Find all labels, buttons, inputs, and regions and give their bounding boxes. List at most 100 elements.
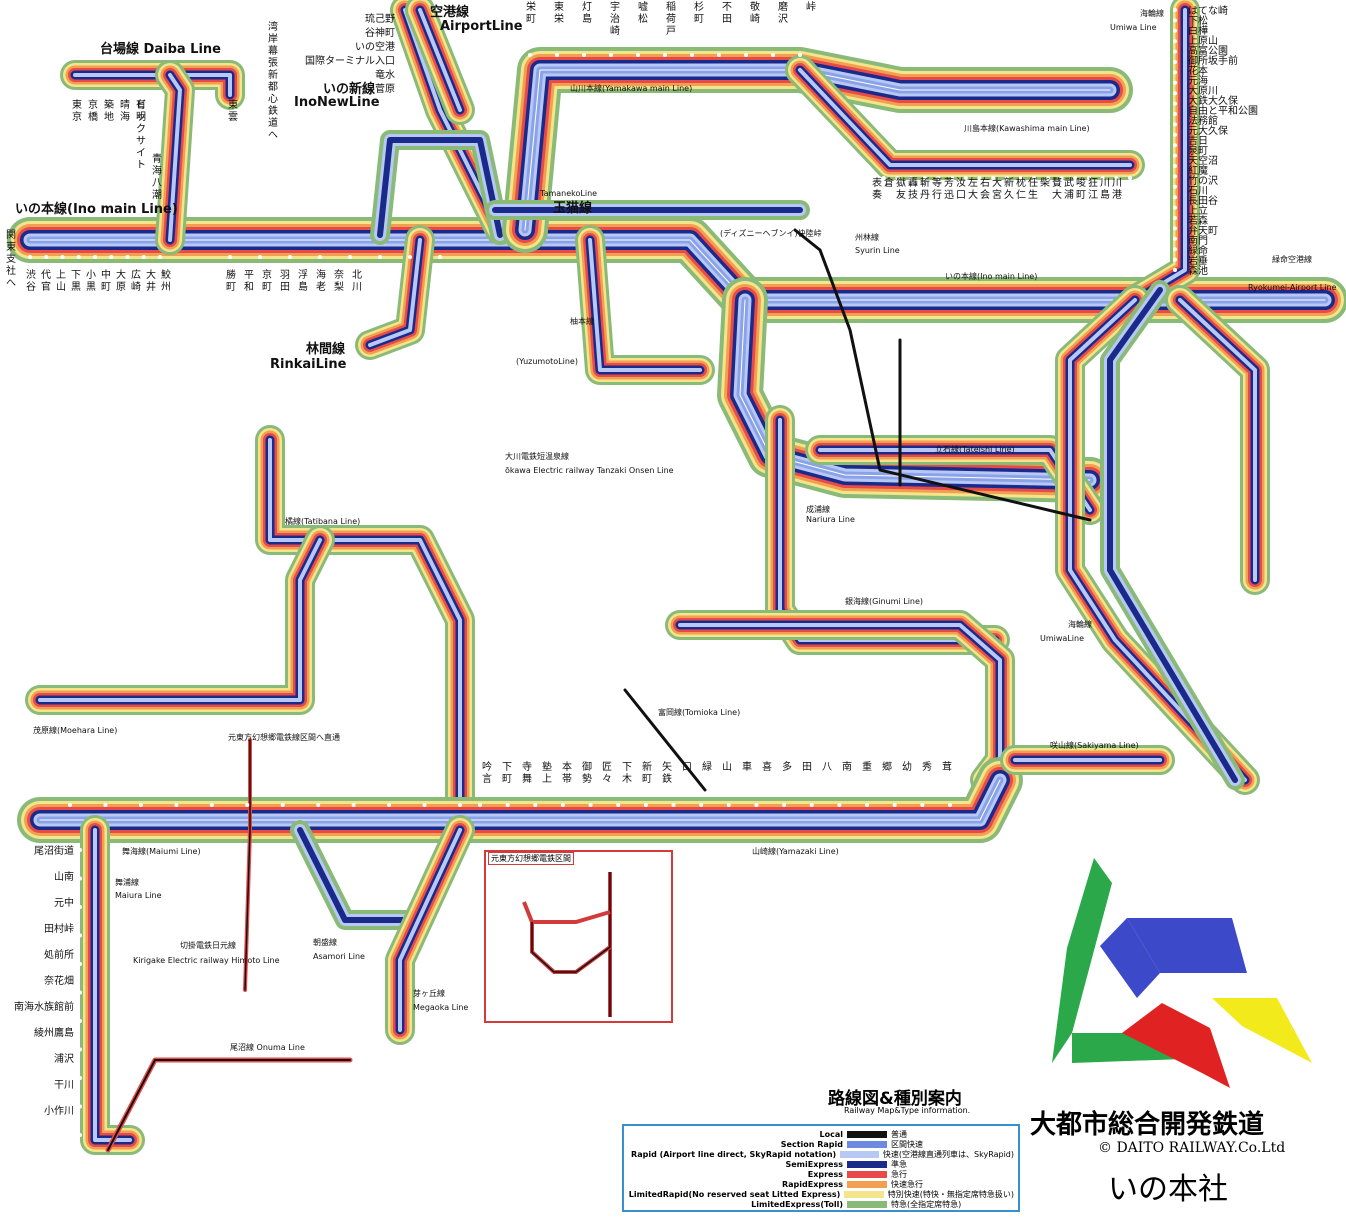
station-dot-umiwa[interactable] xyxy=(1173,60,1177,64)
station-dot-yamakawa[interactable] xyxy=(636,53,640,57)
station-dot-umiwa[interactable] xyxy=(1173,216,1177,220)
station-dot-yamazaki-east[interactable] xyxy=(920,803,925,807)
station-dot-yamakawa[interactable] xyxy=(663,53,667,57)
station-dot-ino-main-mid[interactable] xyxy=(258,255,262,259)
station-dot-yamakawa[interactable] xyxy=(555,53,559,57)
station-dot-yamazaki[interactable] xyxy=(174,803,179,807)
station-dot-maiumi[interactable] xyxy=(78,962,82,966)
station-dot-kawashima[interactable] xyxy=(1114,176,1119,180)
station-dot-kawashima[interactable] xyxy=(1128,176,1132,180)
station-dot-umiwa[interactable] xyxy=(1173,257,1177,262)
station-dot-yamazaki-east[interactable] xyxy=(754,803,759,807)
station-dot-maiumi[interactable] xyxy=(78,1104,82,1109)
station-dot-yamazaki-east[interactable] xyxy=(892,803,897,807)
station-dot-ino-main[interactable] xyxy=(109,255,114,259)
station-dot-yamazaki-east[interactable] xyxy=(533,803,538,807)
station-dot-yamazaki[interactable] xyxy=(103,803,108,807)
station-dot-ino-main[interactable] xyxy=(93,255,97,259)
station-dot-yamazaki[interactable] xyxy=(68,803,72,807)
station-dot-maiumi[interactable] xyxy=(78,905,82,909)
station-dot-ino-main-mid[interactable] xyxy=(228,255,232,259)
station-dot-umiwa[interactable] xyxy=(1173,39,1177,44)
station-dot-yamazaki-east[interactable] xyxy=(643,803,648,807)
station-dot-ino-main-mid[interactable] xyxy=(288,255,292,259)
station-dot-yamazaki-east[interactable] xyxy=(671,803,676,807)
station-dot-umiwa[interactable] xyxy=(1173,112,1177,116)
station-dot-yamazaki-east[interactable] xyxy=(726,803,731,807)
station-dot-kawashima[interactable] xyxy=(950,176,955,180)
station-dot-kawashima[interactable] xyxy=(909,176,914,180)
station-dot-kawashima[interactable] xyxy=(963,176,968,180)
station-dot-ino-main[interactable] xyxy=(60,255,65,259)
station-dot-yamazaki[interactable] xyxy=(138,803,143,807)
station-dot-umiwa[interactable] xyxy=(1173,205,1177,210)
station-dot-kawashima[interactable] xyxy=(1086,176,1091,180)
station-dot-yamazaki-east[interactable] xyxy=(782,803,787,807)
station-dot-yamazaki-east[interactable] xyxy=(837,803,842,807)
station-dot-umiwa[interactable] xyxy=(1173,226,1177,231)
station-dot-umiwa[interactable] xyxy=(1173,164,1177,168)
station-dot-yamazaki-east[interactable] xyxy=(478,803,482,807)
station-dot-yamazaki-east[interactable] xyxy=(948,803,952,807)
station-dot-ino-main-mid[interactable] xyxy=(348,255,352,259)
station-dot-umiwa[interactable] xyxy=(1173,268,1177,272)
station-dot-umiwa[interactable] xyxy=(1173,132,1177,137)
station-dot-kawashima[interactable] xyxy=(936,176,941,180)
station-dot-ino-main[interactable] xyxy=(76,255,81,259)
station-dot-yamazaki[interactable] xyxy=(245,803,250,807)
station-dot-maiumi[interactable] xyxy=(78,990,82,995)
station-dot-ino-main-mid[interactable] xyxy=(408,255,412,259)
station-dot-yamakawa[interactable] xyxy=(690,53,694,57)
station-dot-yamakawa[interactable] xyxy=(798,53,802,57)
station-dot-maiumi[interactable] xyxy=(78,1047,82,1052)
station-dot-umiwa[interactable] xyxy=(1173,174,1177,179)
station-dot-maiumi[interactable] xyxy=(78,848,82,852)
station-dot-yamazaki-east[interactable] xyxy=(616,803,621,807)
station-dot-yamazaki[interactable] xyxy=(387,803,392,807)
station-dot-yamazaki[interactable] xyxy=(458,803,462,807)
station-dot-umiwa[interactable] xyxy=(1173,236,1177,241)
station-dot-yamazaki[interactable] xyxy=(280,803,285,807)
station-dot-umiwa[interactable] xyxy=(1173,8,1177,12)
station-dot-ino-main[interactable] xyxy=(125,255,130,259)
station-dot-kawashima[interactable] xyxy=(1059,176,1064,180)
station-dot-maiumi[interactable] xyxy=(78,1076,82,1080)
station-dot-yamakawa[interactable] xyxy=(528,53,532,57)
station-dot-ino-main-mid[interactable] xyxy=(438,255,442,259)
station-dot-kawashima[interactable] xyxy=(1045,176,1050,180)
station-dot-maiumi[interactable] xyxy=(78,1019,82,1023)
station-dot-yamakawa[interactable] xyxy=(717,53,721,57)
station-dot-umiwa[interactable] xyxy=(1173,247,1177,252)
station-dot-ino-main[interactable] xyxy=(44,255,49,259)
station-dot-yamakawa[interactable] xyxy=(609,53,613,57)
station-dot-kawashima[interactable] xyxy=(922,176,927,180)
station-dot-ino-main-mid[interactable] xyxy=(378,255,382,259)
station-dot-umiwa[interactable] xyxy=(1173,80,1177,85)
station-dot-umiwa[interactable] xyxy=(1173,153,1177,158)
station-dot-umiwa[interactable] xyxy=(1173,143,1177,148)
station-dot-yamazaki-east[interactable] xyxy=(560,803,565,807)
station-dot-kawashima[interactable] xyxy=(1100,176,1105,180)
station-dot-maiumi[interactable] xyxy=(78,1133,82,1137)
station-dot-kawashima[interactable] xyxy=(1018,176,1023,180)
station-dot-maiumi[interactable] xyxy=(78,876,82,881)
station-dot-yamazaki[interactable] xyxy=(316,803,321,807)
station-dot-yamazaki-east[interactable] xyxy=(809,803,814,807)
station-dot-yamazaki[interactable] xyxy=(422,803,427,807)
station-dot-umiwa[interactable] xyxy=(1173,184,1177,189)
station-dot-kawashima[interactable] xyxy=(868,176,872,180)
station-dot-kawashima[interactable] xyxy=(895,176,900,180)
station-dot-kawashima[interactable] xyxy=(881,176,886,180)
station-dot-ino-main[interactable] xyxy=(28,255,32,259)
station-dot-umiwa[interactable] xyxy=(1173,49,1177,54)
station-dot-maiumi[interactable] xyxy=(78,933,82,938)
station-dot-umiwa[interactable] xyxy=(1173,195,1177,200)
station-dot-yamazaki-east[interactable] xyxy=(588,803,593,807)
station-dot-yamakawa[interactable] xyxy=(771,53,775,57)
station-dot-yamazaki-east[interactable] xyxy=(865,803,870,807)
station-dot-yamakawa[interactable] xyxy=(744,53,748,57)
station-dot-yamazaki-east[interactable] xyxy=(699,803,704,807)
station-dot-yamakawa[interactable] xyxy=(582,53,586,57)
station-dot-ino-main[interactable] xyxy=(158,255,162,259)
station-dot-umiwa[interactable] xyxy=(1173,28,1177,33)
